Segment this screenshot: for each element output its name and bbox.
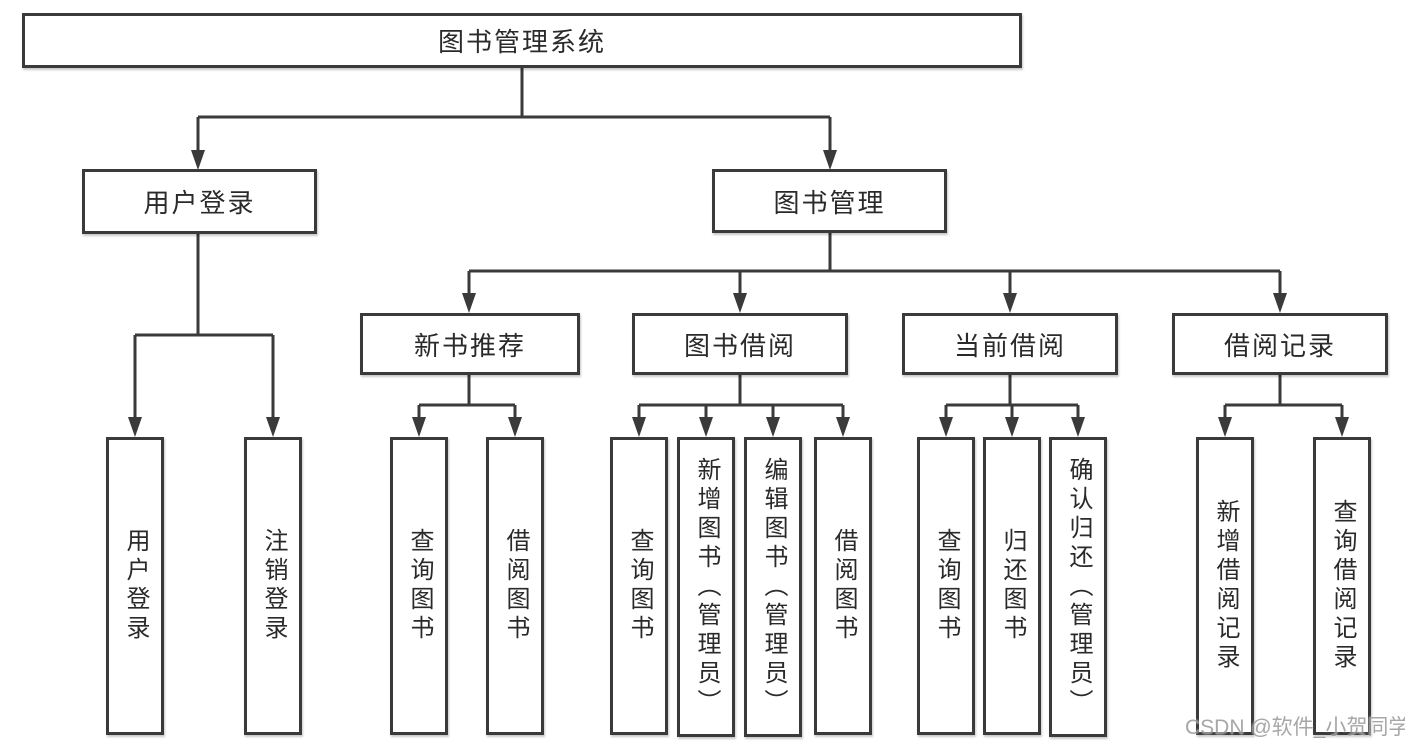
node-library-system-root: 图书管理系统 — [22, 13, 1022, 68]
leaf-query-books-recommend: 查询图书 — [390, 437, 448, 735]
leaf-borrow-books: 借阅图书 — [814, 437, 872, 735]
node-current-borrow: 当前借阅 — [902, 313, 1118, 375]
leaf-confirm-return-admin: 确认归还（管理员） — [1049, 437, 1107, 737]
leaf-query-borrow-record: 查询借阅记录 — [1313, 437, 1371, 735]
leaf-edit-book-admin: 编辑图书（管理员） — [744, 437, 802, 737]
leaf-user-login: 用户登录 — [106, 437, 164, 735]
node-book-management: 图书管理 — [712, 169, 947, 233]
leaf-logout: 注销登录 — [244, 437, 302, 735]
leaf-return-book: 归还图书 — [983, 437, 1041, 735]
leaf-add-book-admin: 新增图书（管理员） — [677, 437, 735, 737]
node-user-login: 用户登录 — [82, 169, 317, 234]
leaf-query-books-current: 查询图书 — [917, 437, 975, 735]
node-new-book-recommend: 新书推荐 — [360, 313, 580, 375]
leaf-add-borrow-record: 新增借阅记录 — [1196, 437, 1254, 735]
node-borrow-records: 借阅记录 — [1172, 313, 1388, 375]
leaf-borrow-books-recommend: 借阅图书 — [486, 437, 544, 735]
csdn-watermark: CSDN @软件_小贺同学 — [1185, 716, 1405, 739]
node-book-borrow: 图书借阅 — [632, 313, 848, 375]
leaf-query-books-borrow: 查询图书 — [610, 437, 668, 735]
